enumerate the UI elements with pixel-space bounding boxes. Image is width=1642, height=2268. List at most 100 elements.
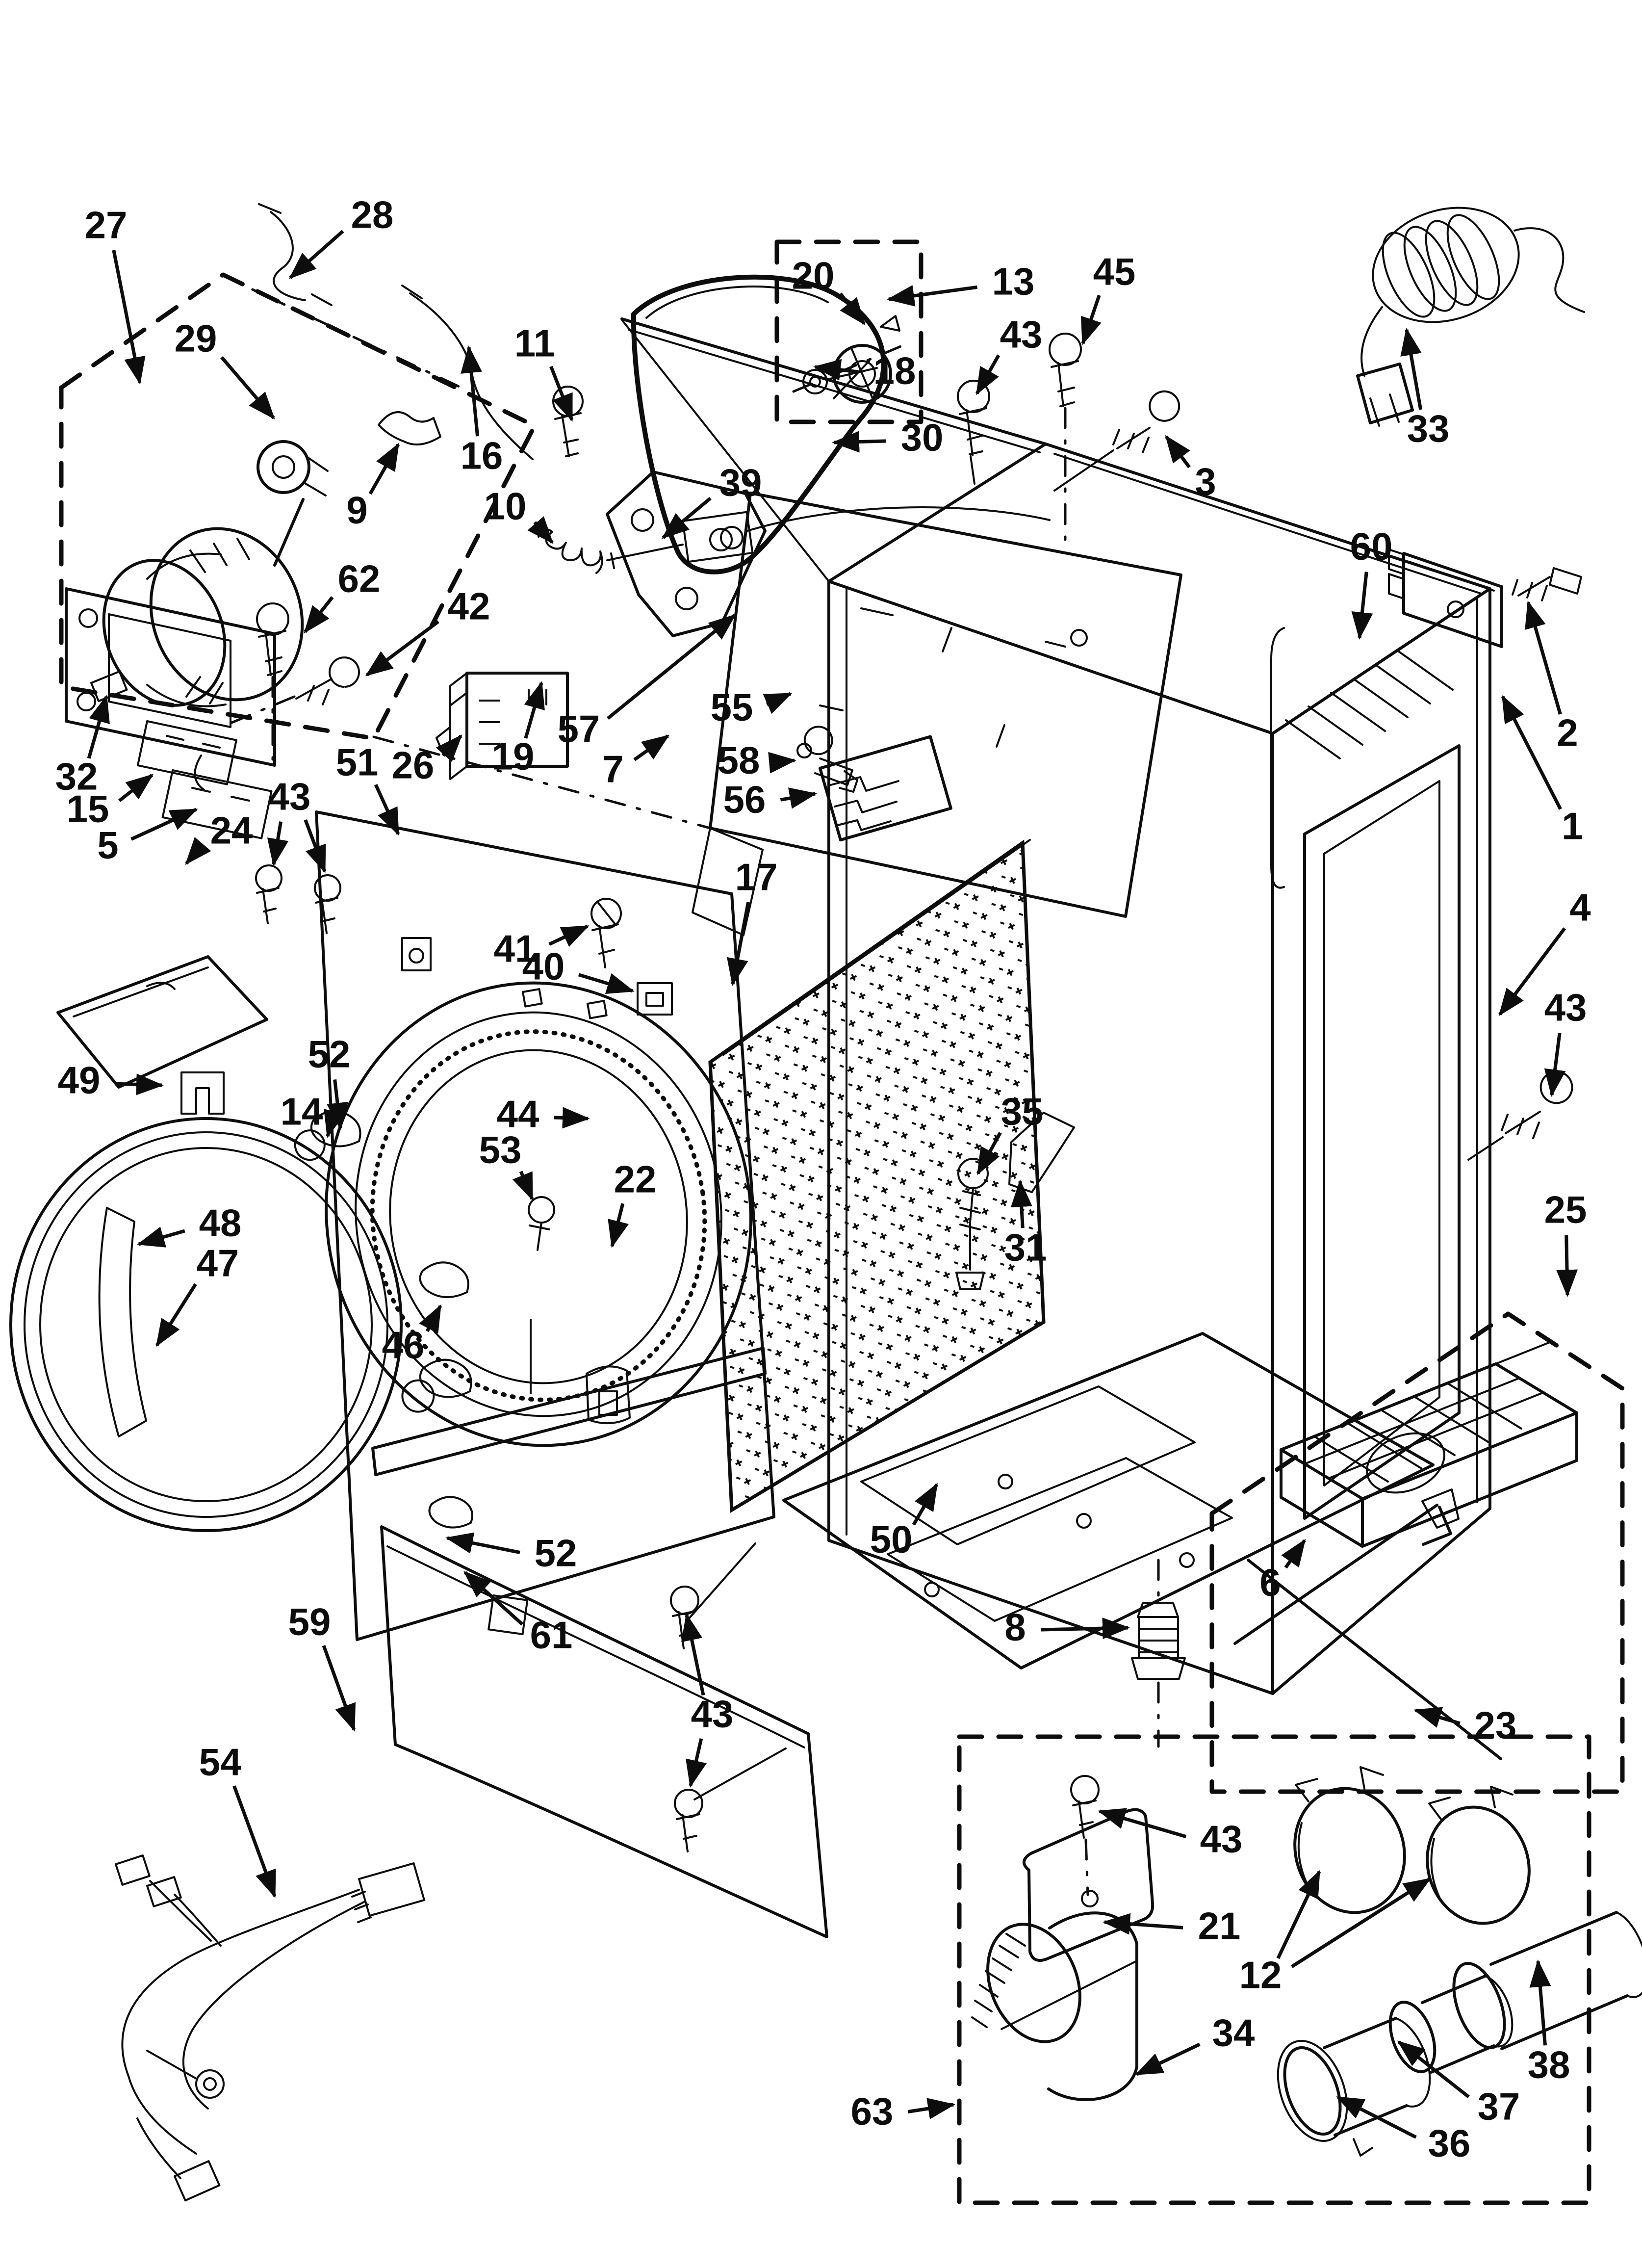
screw-2 — [1512, 567, 1582, 601]
part-label-27: 27 — [85, 204, 128, 247]
leader-arrow-43 — [975, 354, 1001, 395]
part-label-36: 36 — [1428, 2122, 1471, 2165]
part-label-14: 14 — [281, 1090, 323, 1133]
leader-arrow-16 — [461, 345, 482, 437]
motor-clamp-9 — [378, 411, 441, 446]
leader-arrow-19 — [524, 681, 545, 739]
idler-pulley-dashed-box — [774, 239, 924, 424]
motor-assembly — [90, 440, 329, 707]
screw-11 — [552, 386, 584, 457]
part-label-5: 5 — [97, 824, 118, 867]
motor-bracket-32 — [65, 587, 276, 767]
wire-16 — [401, 285, 534, 460]
part-label-26: 26 — [392, 744, 435, 787]
screws-43-pair — [255, 864, 341, 934]
group-link-line — [372, 735, 712, 830]
part-label-31: 31 — [1004, 1226, 1047, 1269]
part-label-45: 45 — [1093, 250, 1136, 293]
leader-arrow-52 — [327, 1079, 348, 1130]
part-label-58: 58 — [718, 739, 760, 782]
part-label-52: 52 — [535, 1532, 577, 1575]
leader-arrow-28 — [289, 230, 344, 279]
part-label-29: 29 — [175, 317, 217, 360]
door-strike-strip — [98, 1207, 147, 1437]
clip-46 — [419, 1261, 469, 1298]
relay-block-26 — [436, 672, 569, 780]
screw-42 — [229, 656, 360, 725]
door-trim-rings — [9, 1117, 403, 1532]
leader-arrow-63 — [907, 2098, 955, 2119]
screw-3 — [1053, 390, 1180, 492]
part-label-43: 43 — [1200, 1818, 1243, 1861]
part-label-1: 1 — [1562, 805, 1583, 848]
leader-arrow-62 — [304, 596, 334, 634]
leader-arrow-15 — [118, 774, 154, 802]
leveling-leg-8 — [1131, 1559, 1186, 1748]
part-label-15: 15 — [67, 787, 109, 831]
part-label-55: 55 — [711, 686, 753, 729]
leader-arrow-42 — [365, 620, 439, 677]
thermal-switches — [136, 720, 273, 839]
part-label-13: 13 — [992, 260, 1035, 303]
belt-inner-line — [645, 286, 829, 319]
part-label-51: 51 — [336, 741, 379, 784]
leader-arrow-12 — [1290, 1877, 1432, 1968]
part-label-43: 43 — [268, 775, 311, 818]
part-label-23: 23 — [1474, 1704, 1517, 1747]
leader-arrow-32 — [87, 695, 110, 759]
leader-arrow-8 — [1040, 1617, 1130, 1640]
leader-arrow-43 — [686, 1738, 707, 1788]
leader-arrow-36 — [1336, 2095, 1417, 2139]
rail-bracket — [586, 1365, 631, 1425]
hinge-52 — [428, 1496, 473, 1529]
leader-arrow-33 — [1400, 328, 1423, 410]
leader-arrow-45 — [1080, 294, 1102, 345]
mount-plate-24 — [56, 955, 268, 1089]
screw-43-top — [957, 380, 990, 485]
leader-arrow-52 — [445, 1532, 520, 1554]
screen-wire-23 — [1233, 1504, 1502, 1760]
screw-43-right — [1467, 1070, 1573, 1161]
power-cord — [1356, 207, 1585, 427]
leader-arrow-48 — [137, 1226, 185, 1248]
part-label-11: 11 — [514, 322, 555, 365]
part-label-60: 60 — [1350, 525, 1393, 568]
vent-collar-36 — [1277, 2017, 1431, 2157]
vent-tube-37 — [1388, 1975, 1514, 2074]
part-label-30: 30 — [901, 416, 944, 459]
leader-arrow-18 — [813, 359, 859, 381]
part-label-16: 16 — [461, 434, 503, 477]
leader-arrow-59 — [322, 1645, 356, 1732]
part-label-53: 53 — [479, 1128, 522, 1172]
part-label-46: 46 — [382, 1324, 425, 1367]
base-panel — [782, 1332, 1435, 1669]
part-label-56: 56 — [723, 778, 766, 821]
part-label-22: 22 — [614, 1158, 657, 1201]
leader-arrow-22 — [608, 1203, 629, 1248]
side-louvers — [1285, 651, 1454, 759]
leader-arrow-7 — [633, 734, 670, 761]
leader-arrow-2 — [1525, 600, 1562, 715]
leader-arrow-34 — [1135, 2042, 1201, 2076]
leader-arrow-1 — [1501, 695, 1562, 810]
panel-corner-tab — [401, 937, 432, 971]
part-label-59: 59 — [288, 1600, 331, 1643]
leader-arrow-43 — [1098, 1808, 1187, 1839]
leader-arrow-29 — [220, 356, 275, 420]
part-label-35: 35 — [1001, 1090, 1044, 1133]
vent-kit — [971, 1766, 1642, 2157]
part-label-57: 57 — [558, 707, 600, 751]
leader-arrow-20 — [839, 292, 866, 326]
part-label-12: 12 — [1239, 1954, 1282, 1997]
screw-41 — [590, 898, 622, 968]
leader-arrow-30 — [832, 431, 886, 453]
mount-clips — [180, 1071, 472, 1413]
part-label-18: 18 — [873, 349, 916, 392]
leader-arrow-55 — [763, 692, 793, 714]
part-label-52: 52 — [308, 1033, 351, 1076]
vent-kit-dashed-box — [957, 1734, 1591, 2205]
part-label-28: 28 — [351, 193, 394, 236]
drum-felt-seal — [370, 1029, 707, 1402]
